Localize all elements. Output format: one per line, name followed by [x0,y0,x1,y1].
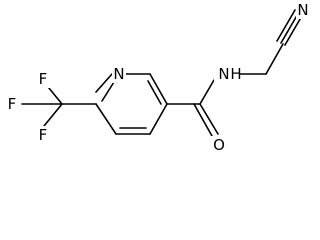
atom-o-carbonyl: O [213,136,225,154]
bond-cn-triple-3 [276,9,296,42]
bond-n1-c2-inner [101,81,115,102]
atom-n-ring: N [113,65,124,83]
pyridine-ring [95,73,168,135]
bond-c5-c4 [149,103,168,135]
cyanomethyl-group [265,9,304,75]
bond-cf3-f-bottom [43,103,63,127]
bond-c3-c2 [95,103,117,135]
atom-h-amide: H [230,65,241,83]
trifluoromethyl-group [21,81,97,127]
atom-n-nitrile: N [297,1,308,19]
atom-f-left: F [8,95,17,113]
bond-ch2-cn [265,43,284,75]
bond-carbonyl-n [199,79,215,105]
chemical-structure: N N H N O F F F [6,1,310,154]
atom-n-amide: N [218,65,229,83]
bond-c2-n1 [95,73,113,93]
atom-f-top: F [39,70,48,88]
bond-c6-c5 [149,73,168,105]
bond-carbonyl-o [199,103,219,135]
bond-c6-c5-inner [147,80,162,105]
atom-f-bottom: F [39,126,48,144]
amide-group [166,73,267,137]
bond-cn-triple-2 [284,13,304,46]
bond-carbonyl-o-second [193,103,213,137]
atom-labels: N N H N O F F F [6,1,310,154]
